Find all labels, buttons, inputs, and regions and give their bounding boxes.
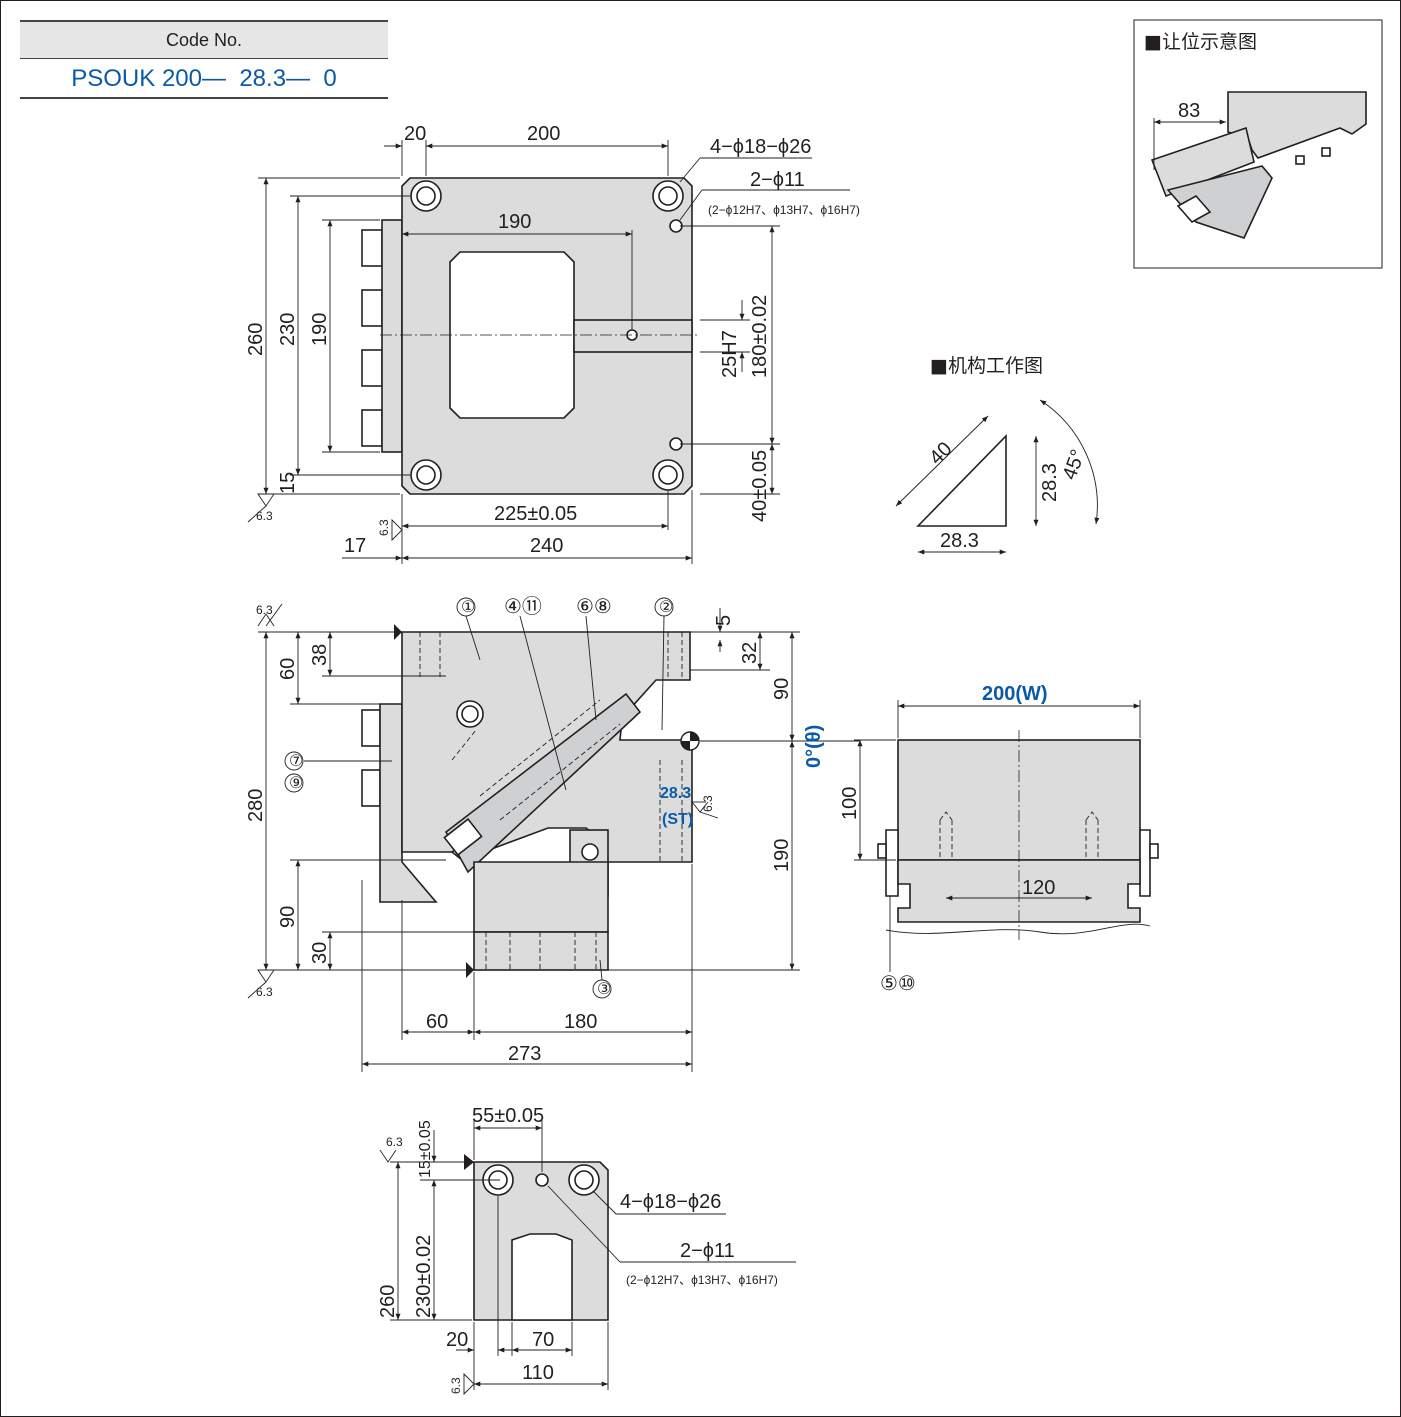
bottom-pin-hole (535, 1173, 549, 1187)
callout-4-11: ④⑪ (504, 595, 542, 618)
front-dim-90l: 90 (277, 906, 299, 928)
front-view: ① ④⑪ ⑥⑧ ② ⑦ ⑨ ③ 280 60 38 90 30 (245, 595, 860, 1072)
front-dim-60: 60 (277, 658, 299, 680)
front-stop-hole (581, 843, 599, 861)
top-dim-230: 230 (277, 313, 299, 346)
side-view: 200(W) 100 120 ⑤⑩ (839, 683, 1159, 995)
mech-angle-arc (1039, 399, 1100, 525)
svg-text:6.3: 6.3 (256, 603, 273, 617)
front-dim-38: 38 (309, 644, 331, 666)
front-tab-2 (361, 769, 381, 807)
top-tab-4 (361, 409, 383, 447)
side-callout-5-10: ⑤⑩ (880, 973, 916, 995)
top-dim-40: 40±0.05 (749, 450, 771, 522)
side-dim-120: 120 (1022, 877, 1055, 899)
bottom-dim-260: 260 (377, 1285, 399, 1318)
top-roughness-left (257, 493, 275, 507)
top-view: 20 200 4−ϕ18−ϕ26 2−ϕ11 (2−ϕ12H7、ϕ13H7、ϕ1… (245, 123, 860, 564)
retract-diagram: ■让位示意图 83 (1133, 19, 1383, 269)
front-dim-60b: 60 (426, 1011, 448, 1033)
front-lower-plate (473, 861, 609, 933)
top-holes-a: 4−ϕ18−ϕ26 (710, 136, 811, 158)
callout-3: ③ (597, 981, 611, 998)
front-angle-label: 0°(θ) (803, 725, 825, 768)
bottom-holes-b: 2−ϕ11 (680, 1240, 735, 1262)
svg-text:6.3: 6.3 (449, 1377, 463, 1394)
bottom-dim-55: 55±0.05 (472, 1105, 544, 1127)
front-dim-190r: 190 (771, 839, 793, 872)
top-dim-180: 180±0.02 (749, 295, 771, 378)
top-dim-190v: 190 (309, 313, 331, 346)
retract-dim-83: 83 (1178, 100, 1200, 122)
front-base (473, 931, 609, 971)
top-dim-260: 260 (245, 323, 267, 356)
front-left-plate (379, 703, 438, 903)
top-roughness-bottom (391, 518, 403, 542)
top-side-plate (381, 219, 403, 453)
callout-9: ⑨ (289, 775, 303, 792)
top-dim-200: 200 (527, 123, 560, 145)
bottom-holes-b-note: (2−ϕ12H7、ϕ13H7、ϕ16H7) (626, 1273, 778, 1287)
callout-1: ① (461, 599, 475, 616)
code-number-box: Code No. PSOUK 200— 28.3— 0 (20, 20, 388, 99)
retract-pin-a (1295, 155, 1305, 165)
bottom-view: 55±0.05 4−ϕ18−ϕ26 2−ϕ11 (2−ϕ12H7、ϕ13H7、ϕ… (377, 1105, 796, 1396)
front-dim-30: 30 (309, 942, 331, 964)
code-value: PSOUK 200— 28.3— 0 (20, 61, 388, 99)
callout-2: ② (659, 599, 673, 616)
front-slider (444, 692, 642, 874)
top-tab-1 (361, 229, 383, 267)
top-dim-20: 20 (404, 123, 426, 145)
front-dim-280: 280 (245, 789, 267, 822)
callout-6-8: ⑥⑧ (576, 596, 612, 618)
st-label: (ST) (662, 811, 693, 828)
mech-dim-40: 40 (925, 438, 956, 469)
retract-diagram-title: ■让位示意图 (1144, 31, 1257, 53)
front-dim-32: 32 (739, 642, 761, 664)
mech-dim-283v: 28.3 (1039, 463, 1061, 502)
bottom-dim-15: 15±0.05 (417, 1120, 434, 1178)
bottom-dim-70: 70 (532, 1329, 554, 1351)
svg-text:6.3: 6.3 (256, 985, 273, 999)
mechanism-diagram: ■机构工作图 40 28.3 28.3 45° (895, 355, 1100, 555)
front-dim-273: 273 (508, 1043, 541, 1065)
mech-dim-40-line (895, 415, 989, 507)
top-holes-b-note: (2−ϕ12H7、ϕ13H7、ϕ16H7) (708, 203, 860, 217)
bottom-dim-230: 230±0.02 (413, 1235, 435, 1318)
top-dim-17: 17 (344, 535, 366, 557)
top-tab-2 (361, 289, 383, 327)
front-lever (443, 817, 483, 857)
side-dim-100: 100 (839, 787, 861, 820)
top-dim-190h: 190 (498, 211, 531, 233)
top-dim-15: 15 (277, 472, 299, 494)
top-holes-b: 2−ϕ11 (750, 169, 805, 191)
front-dim-90r: 90 (771, 678, 793, 700)
mechanism-title: ■机构工作图 (930, 355, 1043, 377)
bottom-dim-110: 110 (522, 1362, 554, 1384)
mech-dim-283h: 28.3 (940, 530, 979, 552)
retract-lever (1176, 194, 1212, 224)
svg-text:6.3: 6.3 (256, 509, 273, 523)
side-width-label: 200(W) (982, 683, 1048, 705)
top-dim-25h7: 25H7 (719, 330, 741, 378)
st-value: 28.3 (660, 785, 691, 802)
front-upper-block (401, 631, 691, 853)
bottom-cutout (511, 1233, 573, 1321)
top-tab-3 (361, 349, 383, 387)
top-dim-240: 240 (530, 535, 563, 557)
callout-7: ⑦ (289, 753, 303, 770)
svg-text:6.3: 6.3 (701, 795, 715, 812)
retract-slider (1150, 126, 1255, 198)
front-tab-1 (361, 709, 381, 747)
code-header: Code No. (20, 20, 388, 59)
bottom-dim-20: 20 (446, 1329, 468, 1351)
bottom-holes-a: 4−ϕ18−ϕ26 (620, 1191, 721, 1213)
top-dim-225: 225±0.05 (494, 503, 577, 525)
svg-text:6.3: 6.3 (386, 1135, 403, 1149)
front-dim-5: 5 (713, 615, 735, 626)
front-dim-180b: 180 (564, 1011, 597, 1033)
svg-text:6.3: 6.3 (377, 519, 391, 536)
retract-pin-b (1321, 147, 1331, 157)
